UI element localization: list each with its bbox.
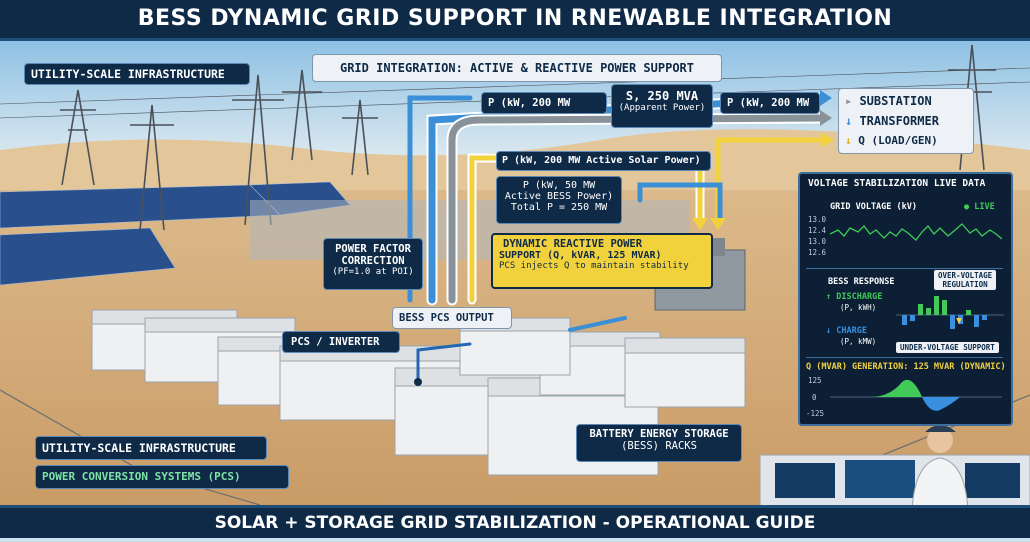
grid-voltage-label: GRID VOLTAGE (kV) bbox=[830, 202, 917, 212]
live-indicator: ● LIVE bbox=[964, 202, 995, 212]
arrow-heads bbox=[692, 90, 834, 230]
q-tick: -125 bbox=[806, 409, 825, 418]
substation-arrow-icon: ▸ bbox=[845, 94, 860, 108]
charge-label: ↓ CHARGE bbox=[826, 326, 867, 336]
charge-arrow-icon: ↓ bbox=[826, 326, 837, 336]
dynamic-reactive-line-1: DYNAMIC REACTIVE POWER bbox=[503, 238, 643, 250]
active-power-label-1: P (kW, 200 MW bbox=[481, 92, 607, 114]
grid-integration-label: GRID INTEGRATION: ACTIVE & REACTIVE POWE… bbox=[312, 54, 722, 82]
battery-storage-box: BATTERY ENERGY STORAGE (BESS) RACKS bbox=[576, 424, 742, 462]
dynamic-reactive-line-3: PCS injects Q to maintain stability bbox=[499, 261, 689, 271]
apparent-power-caption: (Apparent Power) bbox=[618, 103, 706, 113]
battery-storage-line-2: (BESS) RACKS bbox=[621, 440, 697, 452]
voltage-tick: 12.6 bbox=[808, 248, 827, 257]
bess-power-line-2: Active BESS Power) bbox=[504, 191, 614, 202]
q-tick: 125 bbox=[808, 376, 822, 385]
discharge-label: ↑ DISCHARGE bbox=[826, 292, 882, 302]
q-generation-label: Q (MVAR) GENERATION: 125 MVAR (DYNAMIC) bbox=[806, 362, 1006, 372]
transformer-label: TRANSFORMER bbox=[859, 114, 939, 128]
transformer-arrow-icon: ↓ bbox=[845, 114, 860, 128]
control-room bbox=[759, 425, 1030, 511]
transformer-row: ↓ TRANSFORMER bbox=[845, 114, 939, 128]
page-title: BESS DYNAMIC GRID SUPPORT IN RNEWABLE IN… bbox=[0, 0, 1030, 41]
bess-pcs-output-label: BESS PCS OUTPUT bbox=[392, 307, 512, 329]
power-factor-line-1: POWER FACTOR bbox=[335, 243, 411, 255]
live-label: LIVE bbox=[974, 202, 995, 212]
panel-divider bbox=[806, 268, 1003, 269]
power-factor-line-3: (PF=1.0 at POI) bbox=[332, 267, 414, 277]
q-load-arrow-icon: ↓ bbox=[845, 134, 859, 147]
charge-text: CHARGE bbox=[836, 326, 867, 336]
q-load-row: ↓ Q (LOAD/GEN) bbox=[845, 134, 938, 147]
substation-label: SUBSTATION bbox=[859, 94, 932, 108]
power-factor-box: POWER FACTOR CORRECTION (PF=1.0 at POI) bbox=[323, 238, 423, 290]
active-power-label-2: P (kW, 200 MW bbox=[720, 92, 820, 114]
battery-storage-line-1: BATTERY ENERGY STORAGE bbox=[589, 428, 729, 440]
voltage-sparkline bbox=[830, 223, 1002, 241]
dynamic-reactive-line-2: SUPPORT (Q, kVAR, 125 MVAR) bbox=[499, 250, 662, 261]
q-tick: 0 bbox=[812, 393, 817, 402]
apparent-power-value: S, 250 MVA bbox=[625, 89, 699, 103]
bess-containers bbox=[91, 309, 746, 476]
charge-unit: (P, kMW) bbox=[840, 337, 877, 346]
q-generation-curve bbox=[830, 379, 1002, 411]
voltage-stabilization-panel: VOLTAGE STABILIZATION LIVE DATA GRID VOL… bbox=[798, 172, 1013, 426]
substation-box: ▸ SUBSTATION ↓ TRANSFORMER ↓ Q (LOAD/GEN… bbox=[838, 88, 974, 154]
solar-power-label: P (kW, 200 MW Active Solar Power) bbox=[496, 151, 711, 171]
power-factor-line-2: CORRECTION bbox=[341, 255, 405, 267]
panel-divider bbox=[806, 357, 1003, 358]
apparent-power-box: S, 250 MVA (Apparent Power) bbox=[611, 84, 713, 128]
live-dot-icon: ● bbox=[964, 202, 975, 212]
discharge-text: DISCHARGE bbox=[836, 292, 883, 302]
bess-power-line-1: P (kW, 50 MW bbox=[522, 180, 596, 191]
bess-response-bars bbox=[896, 296, 1004, 329]
pcs-systems-label: POWER CONVERSION SYSTEMS (PCS) bbox=[35, 465, 289, 489]
substation-row: ▸ SUBSTATION bbox=[845, 94, 932, 108]
panel-title: VOLTAGE STABILIZATION LIVE DATA bbox=[808, 178, 986, 189]
voltage-tick: 13.0 bbox=[808, 215, 827, 224]
utility-infrastructure-label-bottom: UTILITY-SCALE INFRASTRUCTURE bbox=[35, 436, 267, 460]
utility-infrastructure-label-top: UTILITY-SCALE INFRASTRUCTURE bbox=[24, 63, 250, 85]
q-load-label: Q (LOAD/GEN) bbox=[858, 134, 938, 147]
pcs-inverter-label: PCS / INVERTER bbox=[282, 331, 400, 353]
bess-response-label: BESS RESPONSE bbox=[828, 277, 895, 287]
discharge-unit: (P, kWH) bbox=[840, 303, 877, 312]
over-voltage-line-1: OVER-VOLTAGE bbox=[938, 271, 993, 280]
over-voltage-line-2: REGULATION bbox=[942, 280, 988, 289]
dynamic-reactive-box: DYNAMIC REACTIVE POWER SUPPORT (Q, kVAR,… bbox=[491, 233, 713, 289]
over-voltage-badge: OVER-VOLTAGE REGULATION bbox=[934, 270, 997, 290]
discharge-arrow-icon: ↑ bbox=[826, 292, 837, 302]
bess-power-box: P (kW, 50 MW Active BESS Power) Total P … bbox=[496, 176, 622, 224]
under-voltage-badge: UNDER-VOLTAGE SUPPORT bbox=[896, 342, 999, 353]
footer-title: SOLAR + STORAGE GRID STABILIZATION - OPE… bbox=[0, 505, 1030, 538]
bess-power-line-3: Total P = 250 MW bbox=[510, 202, 608, 213]
voltage-tick: 13.0 bbox=[808, 237, 827, 246]
voltage-tick: 12.4 bbox=[808, 226, 827, 235]
